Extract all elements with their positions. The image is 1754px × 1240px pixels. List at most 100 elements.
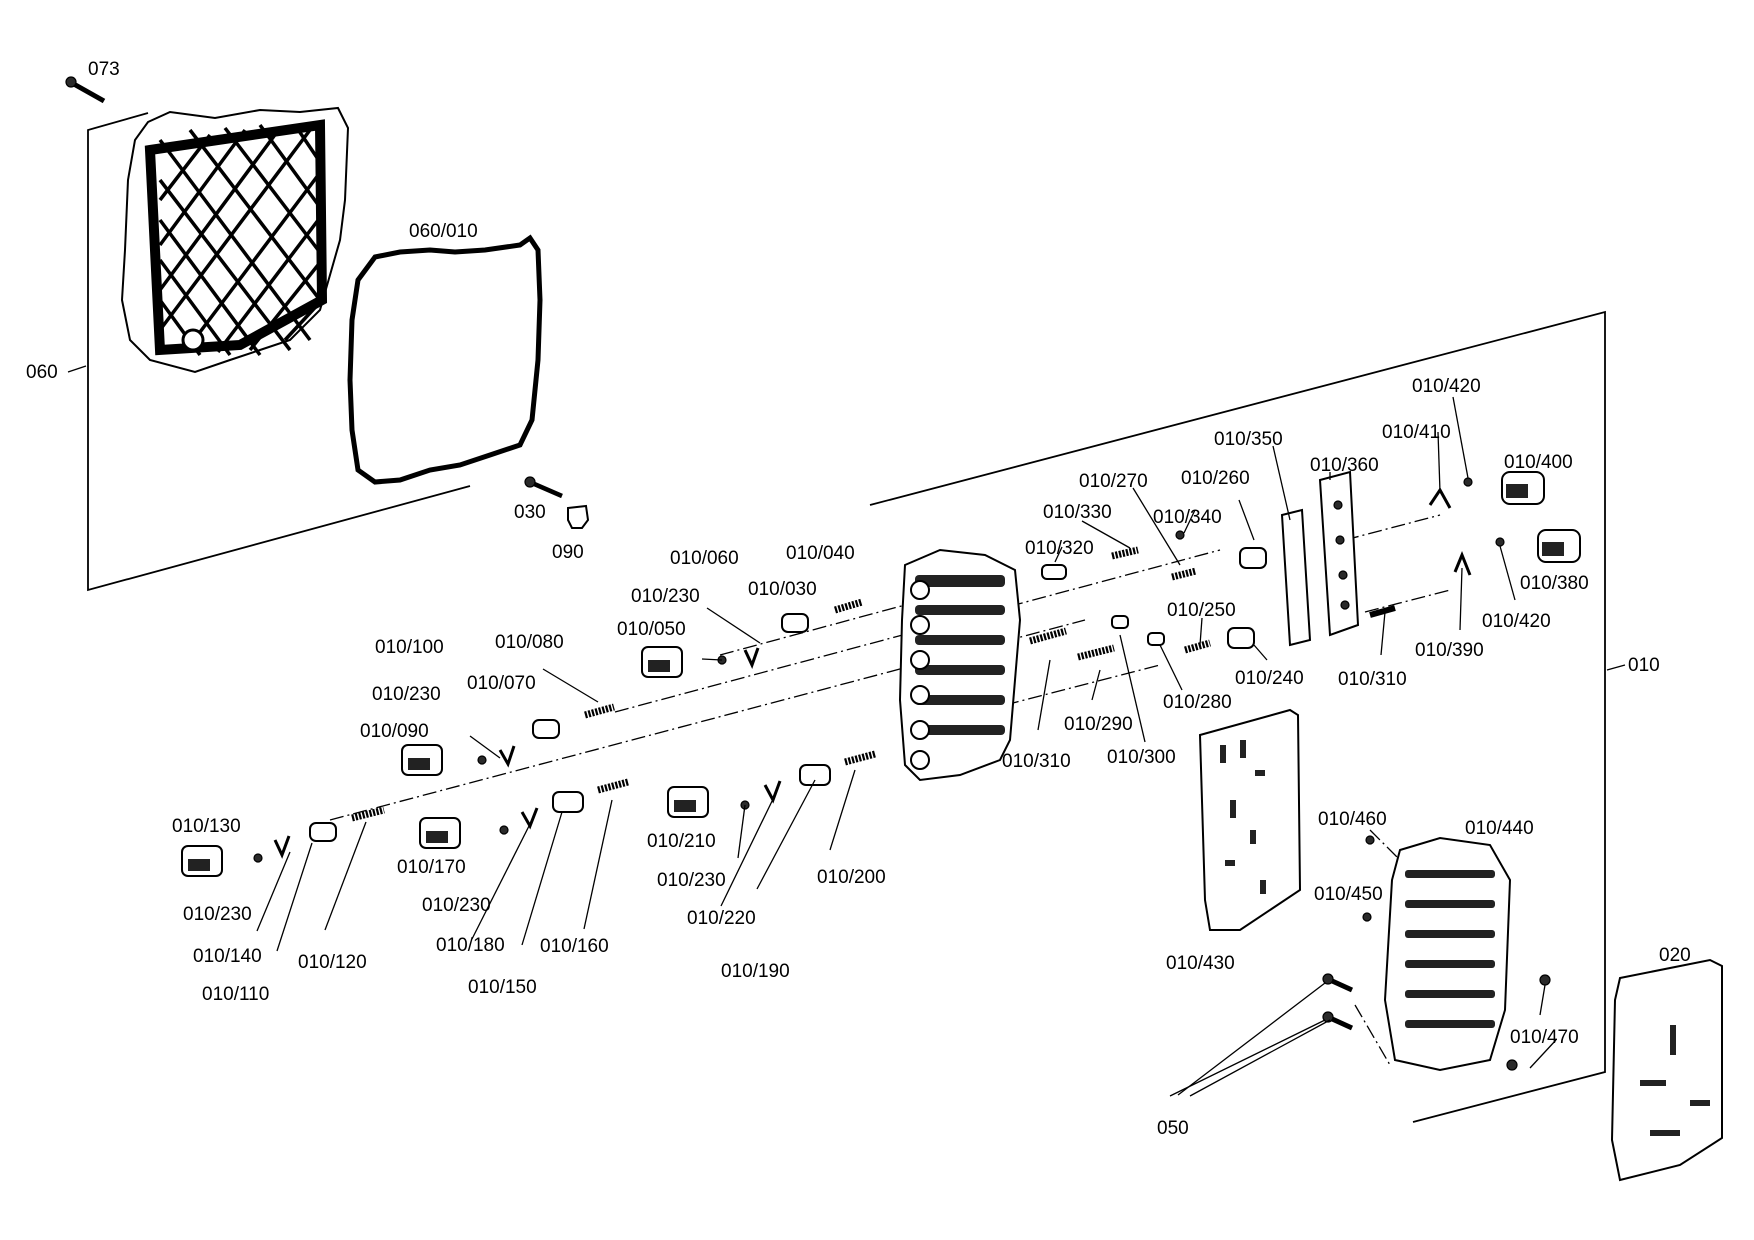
label-010-310-b: 010/310 — [1338, 669, 1407, 690]
valve-components — [253, 530, 1267, 863]
clip-010-220 — [763, 780, 782, 804]
label-010-420-b: 010/420 — [1482, 611, 1551, 632]
label-010-200: 010/200 — [817, 867, 886, 888]
label-010-070: 010/070 — [467, 673, 536, 694]
ball-010-340 — [1175, 530, 1185, 540]
label-010-060: 010/060 — [670, 548, 739, 569]
label-010-150: 010/150 — [468, 977, 537, 998]
label-010-040: 010/040 — [786, 543, 855, 564]
screw-010-460 — [1365, 835, 1375, 845]
solenoid-010-380 — [1537, 529, 1581, 563]
label-010-230-d: 010/230 — [422, 895, 491, 916]
label-010-110: 010/110 — [202, 984, 269, 1005]
clip-010-060 — [743, 647, 760, 669]
label-010-390: 010/390 — [1415, 640, 1484, 661]
spring-010-200 — [844, 750, 876, 766]
label-010-230-e: 010/230 — [657, 870, 726, 891]
label-010-030: 010/030 — [748, 579, 817, 600]
label-010-340: 010/340 — [1153, 507, 1222, 528]
plug-010-280 — [1147, 632, 1165, 646]
label-010-240: 010/240 — [1235, 668, 1304, 689]
label-010-400: 010/400 — [1504, 452, 1573, 473]
label-010-250: 010/250 — [1167, 600, 1236, 621]
label-010-190: 010/190 — [721, 961, 790, 982]
leader-lines — [67, 365, 1626, 1097]
label-050: 050 — [1157, 1118, 1189, 1139]
hydraulic-unit-010-440 — [1383, 836, 1512, 1072]
label-010-430: 010/430 — [1166, 953, 1235, 974]
screw-010-470-b — [1506, 1059, 1518, 1071]
screw-010-230-c — [253, 853, 263, 863]
bushing-010-260 — [1239, 547, 1267, 569]
label-010-420-a: 010/420 — [1412, 376, 1481, 397]
plate-010-430 — [1198, 708, 1302, 931]
label-010-380: 010/380 — [1520, 573, 1589, 594]
screw-030 — [524, 476, 563, 499]
screw-010-310-b — [1369, 605, 1396, 618]
label-010-230-c: 010/230 — [183, 904, 252, 925]
label-020: 020 — [1659, 945, 1691, 966]
screw-010-230-d — [499, 825, 509, 835]
group-frame-010 — [869, 310, 1606, 1123]
clip-010-180 — [520, 807, 539, 830]
clip-010-140 — [273, 835, 291, 859]
label-060: 060 — [26, 362, 58, 383]
label-010-160: 010/160 — [540, 936, 609, 957]
label-010-260: 010/260 — [1181, 468, 1250, 489]
spring-010-080 — [584, 703, 615, 719]
screw-010-420-a — [1463, 477, 1473, 487]
plate-010-350 — [1280, 508, 1312, 647]
label-010-410: 010/410 — [1382, 422, 1451, 443]
group-frame-060 — [87, 112, 471, 592]
label-010-280: 010/280 — [1163, 692, 1232, 713]
label-010-360: 010/360 — [1310, 455, 1379, 476]
label-010-220: 010/220 — [687, 908, 756, 929]
label-010-100: 010/100 — [375, 637, 444, 658]
oil-pan — [120, 106, 350, 374]
label-010-090: 010/090 — [360, 721, 429, 742]
spring-010-330 — [1111, 546, 1139, 560]
label-010-270: 010/270 — [1079, 471, 1148, 492]
label-010-180: 010/180 — [436, 935, 505, 956]
block-010-360 — [1318, 470, 1360, 637]
bushing-010-070 — [532, 719, 560, 739]
label-010: 010 — [1628, 655, 1660, 676]
screw-073 — [65, 76, 106, 104]
screw-010-470-a — [1539, 974, 1551, 986]
part-labels: 073 060 060/010 030 090 010 020 050 010/… — [26, 59, 1691, 1139]
label-010-320: 010/320 — [1025, 538, 1094, 559]
solenoid-010-050 — [641, 646, 683, 678]
clip-090 — [567, 504, 590, 529]
plug-010-300 — [1111, 615, 1129, 629]
label-010-120: 010/120 — [298, 952, 367, 973]
valve-body — [898, 548, 1022, 782]
bushing-010-030 — [781, 613, 809, 633]
label-010-140: 010/140 — [193, 946, 262, 967]
spring-010-040 — [834, 598, 863, 614]
label-010-050: 010/050 — [617, 619, 686, 640]
label-010-130: 010/130 — [172, 816, 241, 837]
spring-010-160 — [597, 778, 629, 794]
gasket-060-010 — [347, 234, 543, 485]
label-010-170: 010/170 — [397, 857, 466, 878]
spring-010-290 — [1077, 644, 1115, 661]
label-010-230-a: 010/230 — [631, 586, 700, 607]
bracket-010-390 — [1453, 551, 1472, 576]
label-010-230-b: 010/230 — [372, 684, 441, 705]
solenoid-010-130 — [181, 845, 223, 877]
label-073: 073 — [88, 59, 120, 80]
label-010-350: 010/350 — [1214, 429, 1283, 450]
spring-010-310 — [1029, 627, 1067, 645]
bushing-010-240 — [1227, 627, 1255, 649]
solenoid-010-090 — [401, 744, 443, 776]
screw-010-420-b — [1495, 537, 1505, 547]
bushing-010-190 — [799, 764, 831, 786]
screw-010-450 — [1362, 912, 1372, 922]
bracket-010-410 — [1428, 487, 1452, 509]
solenoid-010-400 — [1501, 471, 1545, 505]
label-010-300: 010/300 — [1107, 747, 1176, 768]
label-010-450: 010/450 — [1314, 884, 1383, 905]
label-010-470: 010/470 — [1510, 1027, 1579, 1048]
spring-010-270 — [1171, 567, 1197, 581]
spring-010-120 — [351, 806, 385, 822]
